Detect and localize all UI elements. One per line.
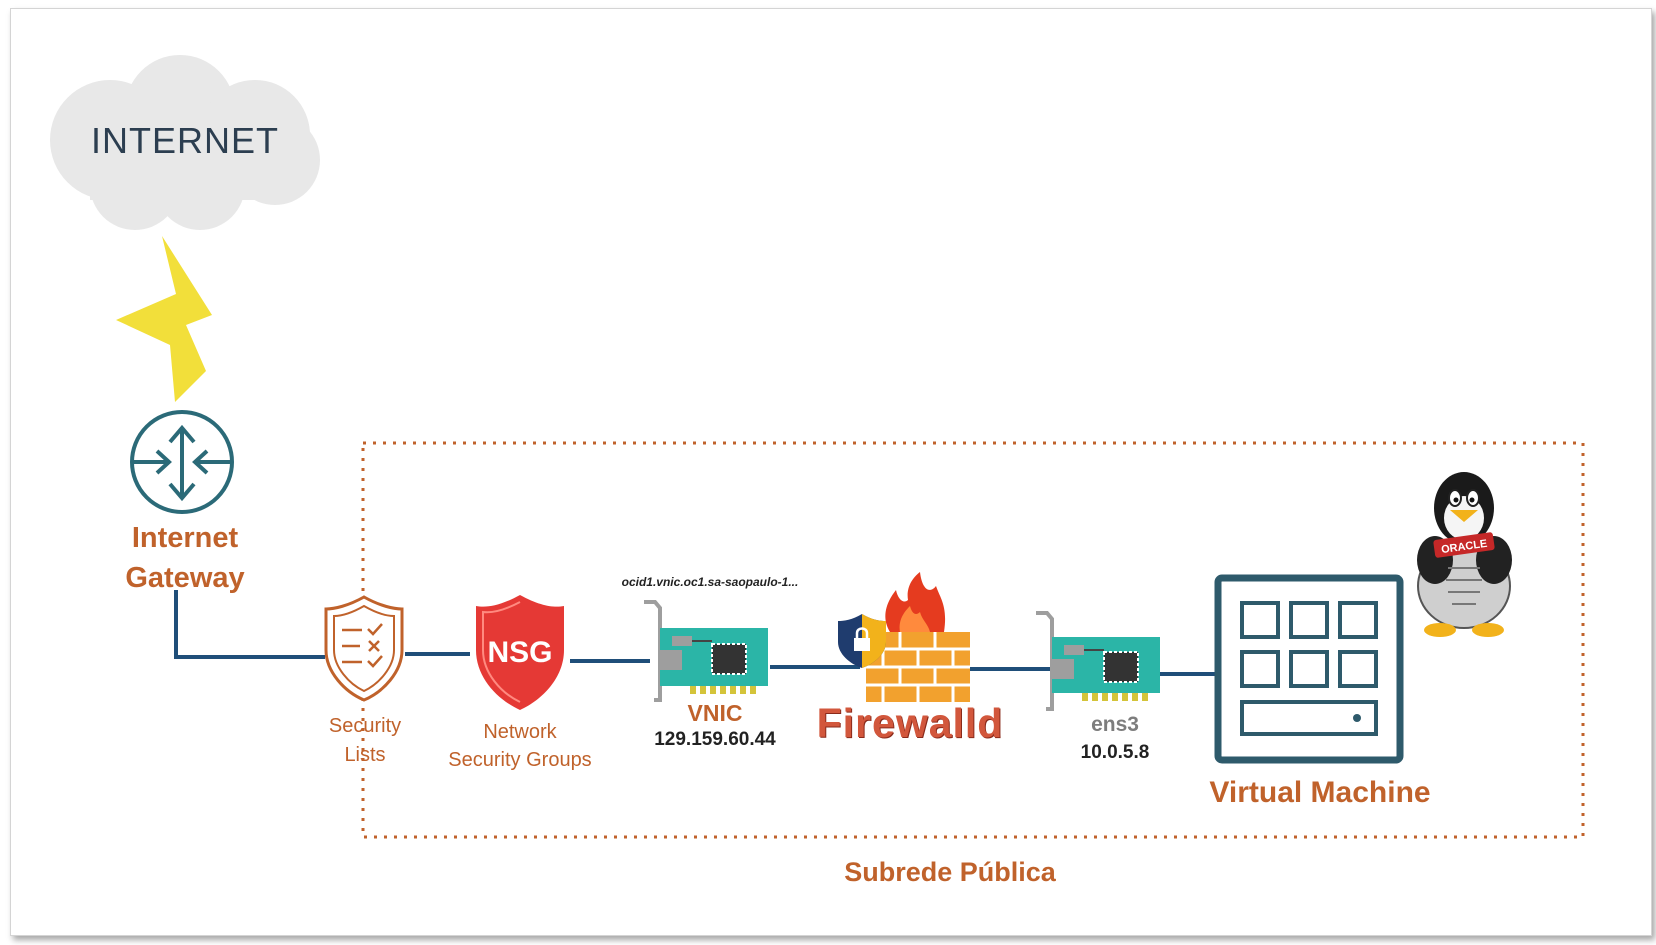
lightning-bolt-icon — [116, 236, 212, 402]
vnic-ocid: ocid1.vnic.oc1.sa-saopaulo-1... — [621, 575, 799, 589]
internet-gateway-label-line1: Internet — [131, 522, 239, 554]
vnic-label: VNIC — [687, 700, 743, 726]
firewall-icon — [838, 572, 970, 702]
nsg-icon-text: NSG — [487, 636, 552, 669]
nsg-label: Network Security Groups — [430, 718, 610, 774]
virtual-machine-icon — [1214, 574, 1404, 764]
oracle-linux-tux-icon: ORACLE — [1417, 472, 1512, 637]
firewalld-label: Firewalld — [816, 700, 1004, 746]
security-lists-label-line1: Security — [328, 715, 402, 737]
vnic-ip-address: 129.159.60.44 — [654, 729, 776, 750]
internet-gateway-label: Internet Gateway — [100, 518, 270, 598]
security-lists-icon — [324, 595, 404, 702]
internet-cloud-icon — [50, 55, 320, 230]
nsg-label-line2: Security Groups — [448, 749, 592, 771]
network-links — [174, 590, 1220, 676]
ens3-card-icon — [1036, 611, 1160, 711]
security-lists-label-line2: Lists — [344, 744, 386, 766]
vnic-card-icon — [644, 600, 768, 702]
nsg-shield-icon: NSG — [476, 595, 564, 710]
ens3-label: ens3 — [1091, 713, 1139, 736]
virtual-machine-label: Virtual Machine — [1209, 776, 1431, 809]
public-subnet-label: Subrede Pública — [844, 857, 1056, 887]
security-lists-label: Security Lists — [300, 712, 430, 770]
nsg-label-line1: Network — [483, 721, 557, 743]
internet-gateway-label-line2: Gateway — [125, 562, 245, 594]
link-igw-security-lists — [174, 590, 325, 659]
internet-gateway-icon — [130, 410, 234, 514]
internet-label: INTERNET — [91, 120, 279, 161]
ens3-ip-address: 10.0.5.8 — [1080, 742, 1150, 763]
